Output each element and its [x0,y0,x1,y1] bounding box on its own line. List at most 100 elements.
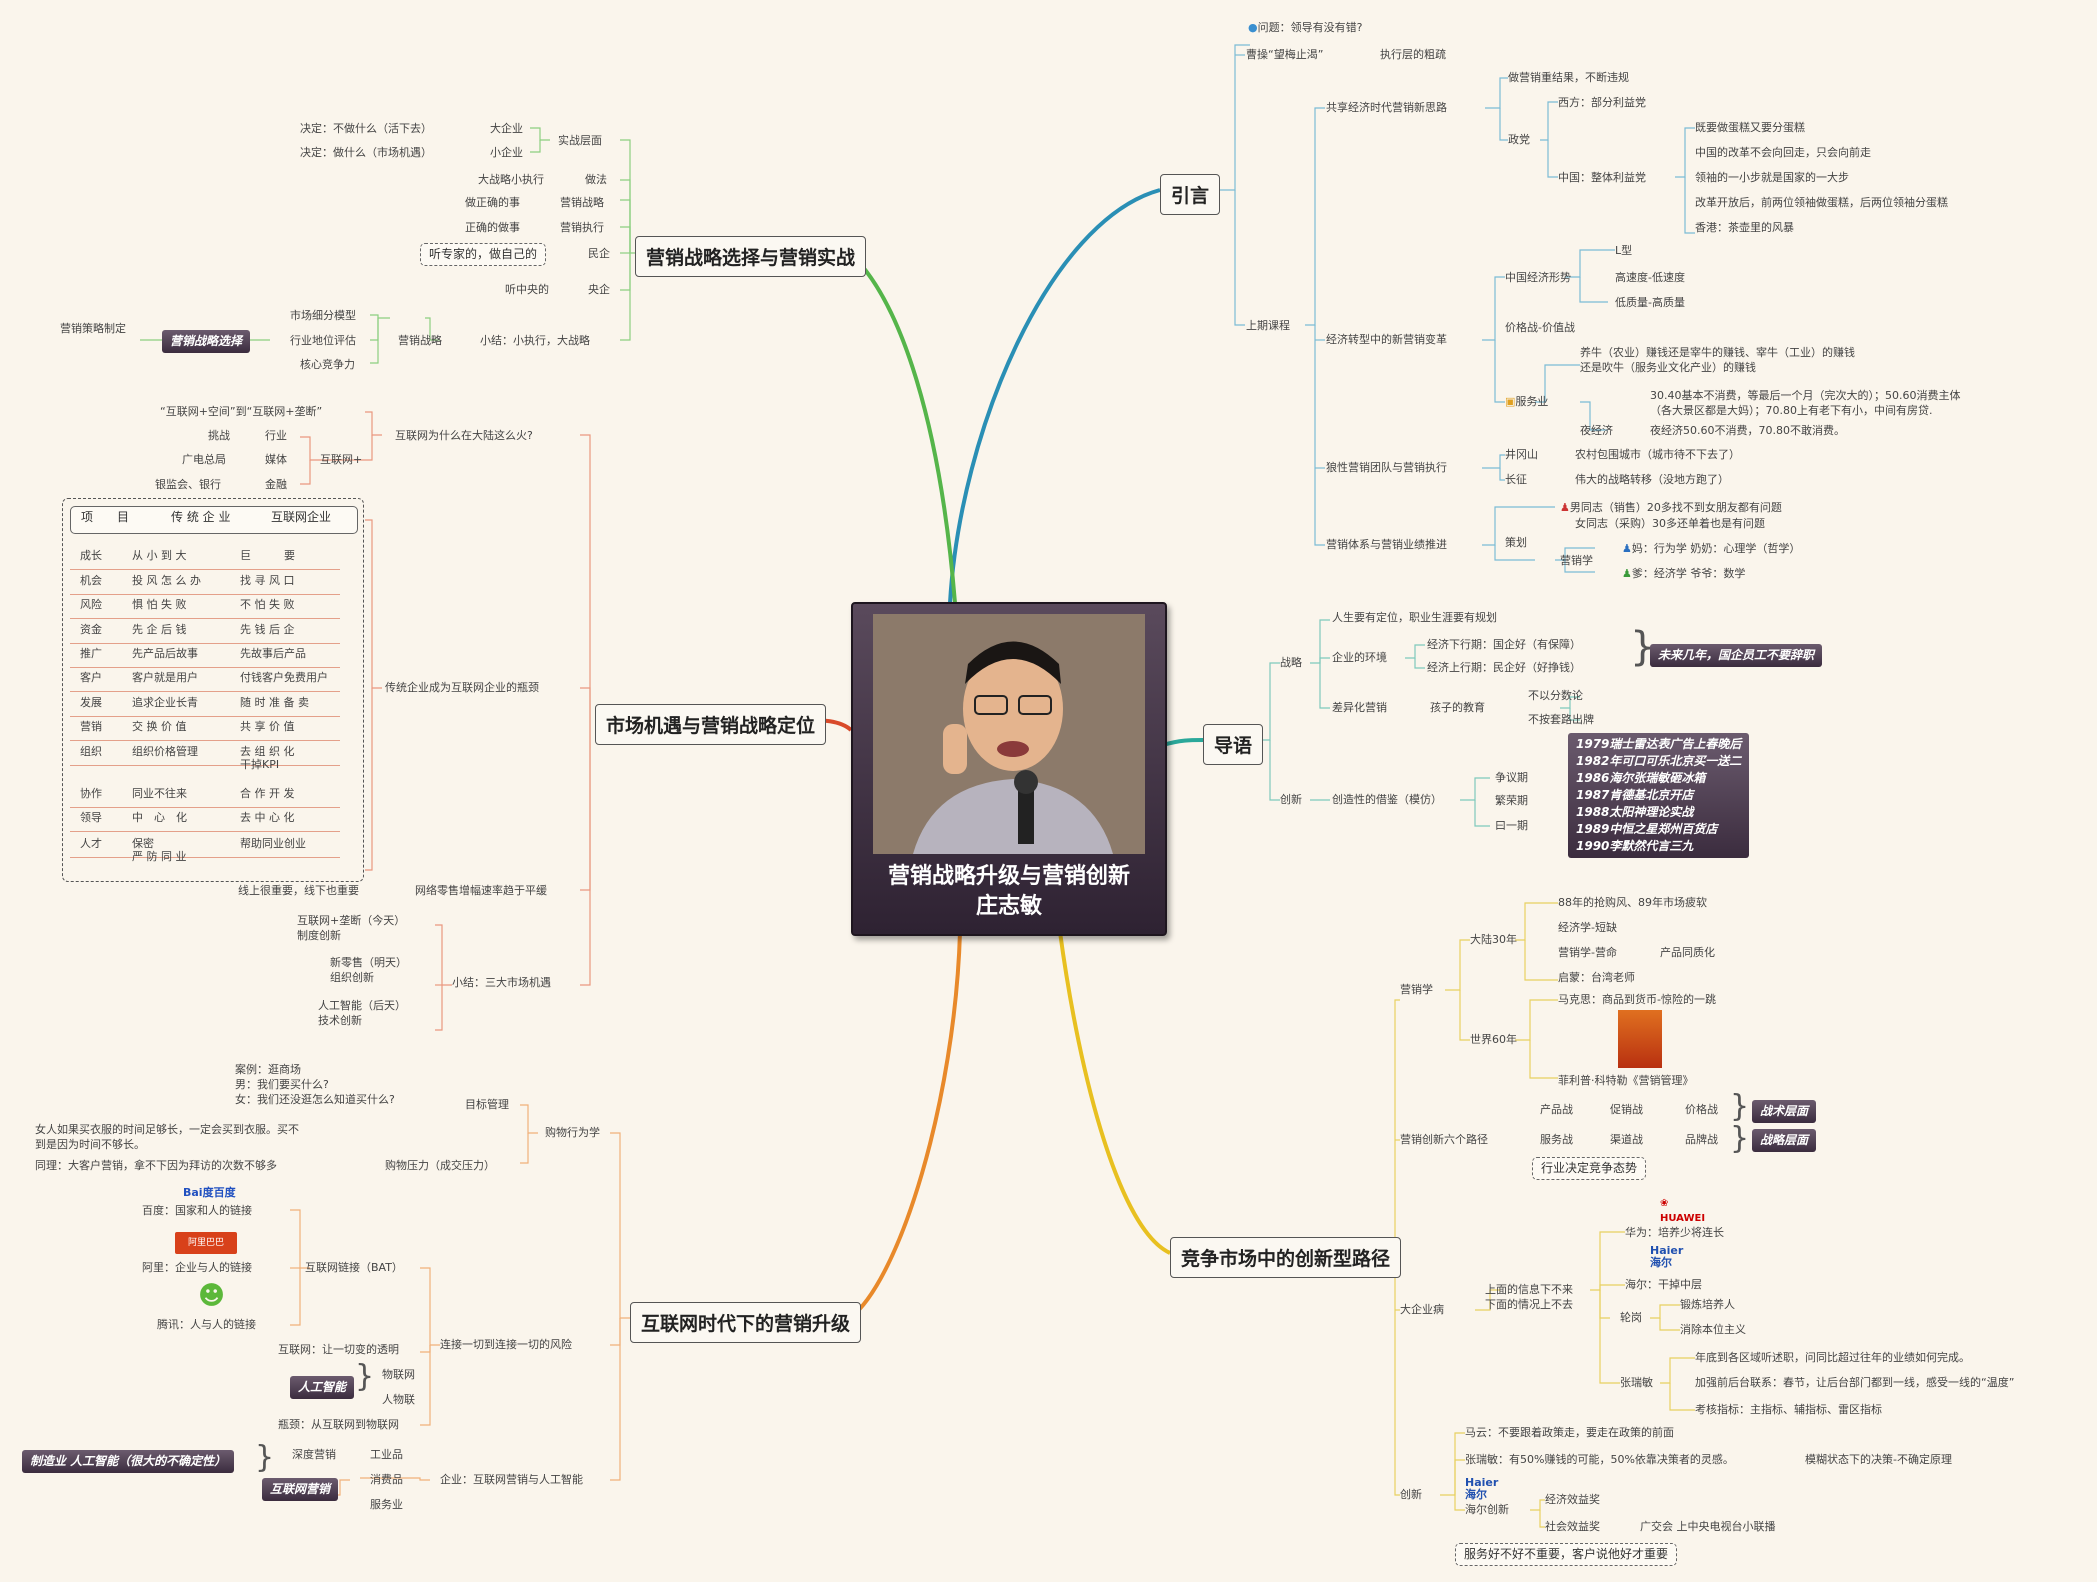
intro-politics: 政党 [1508,133,1530,146]
net-transparent: 互联网：让一切变的透明 [278,1343,399,1356]
net-ai: 人工智能 [290,1376,355,1399]
intro-mkt-b-text: 爹：经济学 爷爷：数学 [1631,567,1746,580]
intro-mkt-a: ♟妈：行为学 奶奶：心理学（哲学） [1622,541,1800,556]
intro-west: 西方：部分利益党 [1558,96,1646,109]
comp-w1: 马克思：商品到货币-惊险的一跳 [1558,993,1716,1006]
comparison-table-frame [62,498,364,882]
strat-pos: 行业地位评估 [290,334,356,347]
table-row: 推广先产品后故事先故事后产品 [70,645,340,668]
net-from: 瓶颈：从互联网到物联网 [278,1418,399,1431]
table-cell-internet: 共 享 价 值 [240,720,295,733]
table-cell-internet: 不 怕 失 败 [240,598,295,611]
comp-six-a-2: 价格战 [1685,1103,1718,1116]
baidu-logo: Bai度百度 [183,1186,236,1199]
net-ali: 阿里：企业与人的链接 [142,1261,252,1274]
table-cell-internet: 帮助同业创业 [240,837,306,850]
comp-m3: 营销学-营命 [1558,946,1617,959]
net-behavior: 购物行为学 [545,1126,600,1139]
comp-zrm2: 张瑞敏：有50%赚钱的可能，50%依靠决策者的灵感。 [1465,1453,1734,1466]
market-industry: 行业 [265,429,287,442]
haier-logo-2: Haier 海尔 [1465,1476,1499,1501]
table-cell-internet: 合 作 开 发 [240,787,295,800]
branch-guide[interactable]: 导语 [1203,724,1264,765]
intro-last-course: 上期课程 [1246,319,1290,332]
comp-world: 世界60年 [1470,1033,1517,1046]
table-row: 发展追求企业长青随 时 准 备 卖 [70,694,340,717]
guide-edu-b: 不按套路出牌 [1528,713,1594,726]
comp-six-a-1: 促销战 [1610,1103,1643,1116]
table-cell-item: 风险 [80,598,102,611]
intro-cz-a: 伟大的战略转移（没地方跑了） [1575,473,1729,486]
comparison-table-header: 项 目 传 统 企 业 互联网企业 [70,506,358,534]
net-enterprise: 企业：互联网营销与人工智能 [440,1473,583,1486]
intro-jgs-a: 农村包围城市（城市待不下去了） [1575,448,1740,461]
intro-mkt-science: 营销学 [1560,554,1593,567]
central-topic[interactable]: 营销战略升级与营销创新 庄志敏 [851,602,1167,936]
net-ppl: 人物联 [382,1393,415,1406]
table-row: 营销交 换 价 值共 享 价 值 [70,718,340,741]
market-media: 媒体 [265,453,287,466]
comp-zrm-c: 考核指标：主指标、辅指标、雷区指标 [1695,1403,1882,1416]
comp-service-q: 服务好不好不重要，客户说他好才重要 [1455,1543,1678,1566]
branch-competition[interactable]: 竞争市场中的创新型路径 [1170,1237,1402,1278]
table-row: 组织组织价格管理去 组 织 化 干掉KPI [70,743,340,771]
alibaba-logo: 阿里巴巴 [175,1232,237,1254]
guide-copy: 创造性的借鉴（模仿） [1332,793,1442,806]
market-space: “互联网+空间”到“互联网+垄断” [160,405,323,418]
table-cell-item: 发展 [80,696,102,709]
intro-china-item-2: 领袖的一小步就是国家的一大步 [1695,171,1849,184]
branch-market[interactable]: 市场机遇与营销战略定位 [595,704,827,745]
comp-big: 大企业病 [1400,1303,1444,1316]
comp-zrm-b: 加强前后台联系：春节，让后台部门都到一线，感受一线的“温度” [1695,1376,2015,1389]
person-icon: ♟ [1560,501,1570,514]
table-cell-internet: 先 钱 后 企 [240,623,295,636]
net-consumer: 消费品 [370,1473,403,1486]
table-head-item: 项 目 [81,510,130,524]
strat-small: 小企业 [490,146,523,159]
intro-china-item-3: 改革开放后，前两位领袖做蛋糕，后两位领袖分蛋糕 [1695,196,1948,209]
net-same: 同理：大客户营销，拿不下因为拜访的次数不够多 [35,1159,277,1172]
branch-intro[interactable]: 引言 [1160,174,1221,215]
comp-rot-a: 锻炼培养人 [1680,1298,1735,1311]
comp-m1: 88年的抢购风、89年市场疲软 [1558,896,1707,909]
huawei-logo-text: HUAWEI [1660,1213,1706,1224]
intro-cz: 长征 [1505,473,1527,486]
table-head-internet: 互联网企业 [271,510,332,524]
table-cell-item: 协作 [80,787,102,800]
table-cell-item: 成长 [80,549,102,562]
table-cell-internet: 先故事后产品 [240,647,306,660]
table-cell-traditional: 投 风 怎 么 办 [132,574,201,587]
market-summary: 小结：三大市场机遇 [452,976,551,989]
central-title: 营销战略升级与营销创新 [887,864,1130,889]
huawei-logo: ❀HUAWEI [1660,1198,1706,1224]
market-why: 互联网为什么在大陆这么火? [395,429,533,442]
table-cell-internet: 去 中 心 化 [240,811,295,824]
market-finance: 金融 [265,478,287,491]
table-cell-traditional: 组织价格管理 [132,745,198,758]
branch-internet[interactable]: 互联网时代下的营销升级 [630,1302,862,1343]
table-cell-internet: 巨 要 [240,549,295,562]
intro-service-label: 服务业 [1515,395,1549,408]
strat-expert: 听专家的，做自己的 [420,243,547,266]
net-indus: 工业品 [370,1448,403,1461]
table-row: 协作同业不往来合 作 开 发 [70,785,340,808]
intro-jgs: 井冈山 [1505,448,1538,461]
intro-china: 中国：整体利益党 [1558,171,1646,184]
intro-night-a: 30.40基本不消费，等最后一个月（完次大的）；50.60消费主体 （各大景区都… [1650,389,1961,417]
table-cell-item: 客户 [80,671,102,684]
comp-mkt: 营销学 [1400,983,1433,996]
strat-big: 大企业 [490,122,523,135]
strat-core: 核心竞争力 [300,358,355,371]
intro-caocao-sub: 执行层的粗疏 [1380,48,1446,61]
info-icon: ● [1248,21,1258,34]
strat-right-thing: 做正确的事 [465,196,520,209]
comp-zrm-a: 年底到各区域听述职，问同比超过往年的业绩如何完成。 [1695,1351,1970,1364]
comp-zrm: 张瑞敏 [1620,1376,1653,1389]
net-service: 服务业 [370,1498,403,1511]
net-tencent: 腾讯：人与人的链接 [157,1318,256,1331]
branch-strategy[interactable]: 营销战略选择与营销实战 [635,236,867,277]
table-cell-traditional: 先产品后故事 [132,647,198,660]
strat-plan-make: 营销策略制定 [60,322,126,335]
intro-caocao: 曹操“望梅止渴” [1246,48,1324,61]
